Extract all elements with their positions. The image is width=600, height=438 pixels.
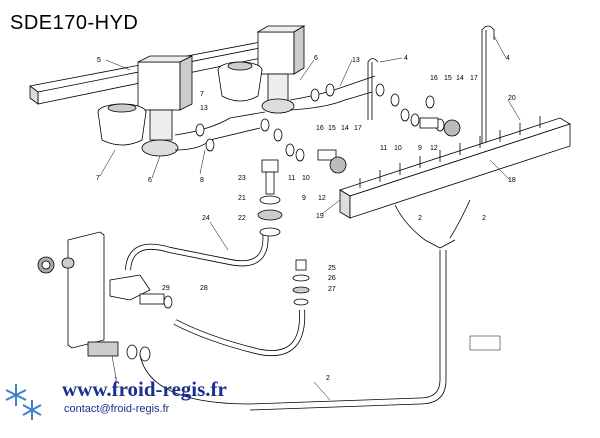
- label-13a: 13: [200, 105, 208, 112]
- label-8: 8: [200, 177, 204, 184]
- label-17a: 17: [470, 75, 478, 82]
- label-26: 26: [328, 275, 336, 282]
- label-15a: 15: [444, 75, 452, 82]
- label-14b: 14: [341, 125, 349, 132]
- label-7a: 7: [96, 175, 100, 182]
- label-12b: 12: [318, 195, 326, 202]
- label-15b: 15: [328, 125, 336, 132]
- label-29: 29: [162, 285, 170, 292]
- label-7b: 7: [200, 91, 204, 98]
- hook-pipe-right: [481, 25, 495, 150]
- label-28: 28: [200, 285, 208, 292]
- label-6b: 6: [314, 55, 318, 62]
- label-11b: 11: [288, 175, 295, 182]
- filter-cup-right: [217, 61, 263, 102]
- pipe-elbow-13b: [289, 75, 376, 101]
- label-23: 23: [238, 175, 246, 182]
- label-6a: 6: [148, 177, 152, 184]
- label-22: 22: [238, 215, 246, 222]
- snowflake-logo: [5, 384, 42, 420]
- label-13b: 13: [352, 57, 360, 64]
- page-title: SDE170-HYD: [10, 12, 139, 34]
- label-16b: 16: [316, 125, 324, 132]
- reference-stamp: [469, 335, 501, 351]
- fitting-25: [295, 259, 307, 271]
- fitting-23: [261, 159, 279, 173]
- distribution-manifold: [339, 116, 571, 219]
- connector-12-right: [443, 119, 461, 137]
- label-2b: 2: [482, 215, 486, 222]
- label-11a: 11: [380, 145, 387, 152]
- label-9b: 9: [302, 195, 306, 202]
- label-24: 24: [202, 215, 210, 222]
- label-5: 5: [97, 57, 101, 64]
- label-25: 25: [328, 265, 336, 272]
- label-2c: 2: [326, 375, 330, 382]
- label-21: 21: [238, 195, 246, 202]
- connector-12-left: [329, 156, 347, 174]
- label-16a: 16: [430, 75, 438, 82]
- label-17b: 17: [354, 125, 362, 132]
- email-link[interactable]: contact@froid-regis.fr: [64, 403, 170, 415]
- label-2a: 2: [418, 215, 422, 222]
- pump-left: [137, 55, 193, 157]
- label-1: 1: [114, 377, 118, 384]
- pipe-elbow-8: [174, 127, 261, 151]
- label-10b: 10: [302, 175, 310, 182]
- label-9a: 9: [418, 145, 422, 152]
- filter-cup-left: [97, 103, 147, 146]
- website-link[interactable]: www.froid-regis.fr: [62, 377, 227, 401]
- label-4a: 4: [404, 55, 408, 62]
- label-18: 18: [508, 177, 516, 184]
- label-27: 27: [328, 286, 336, 293]
- label-10a: 10: [394, 145, 402, 152]
- label-19: 19: [316, 213, 324, 220]
- label-20: 20: [508, 95, 516, 102]
- pipe-elbow-13a: [174, 111, 266, 136]
- pump-right: [256, 25, 306, 114]
- drain-tube-main: [139, 250, 441, 405]
- label-4b: 4: [506, 55, 510, 62]
- valve-assembly: [61, 231, 173, 362]
- label-12a: 12: [430, 145, 438, 152]
- hook-pipe-left: [367, 58, 379, 120]
- label-14a: 14: [456, 75, 464, 82]
